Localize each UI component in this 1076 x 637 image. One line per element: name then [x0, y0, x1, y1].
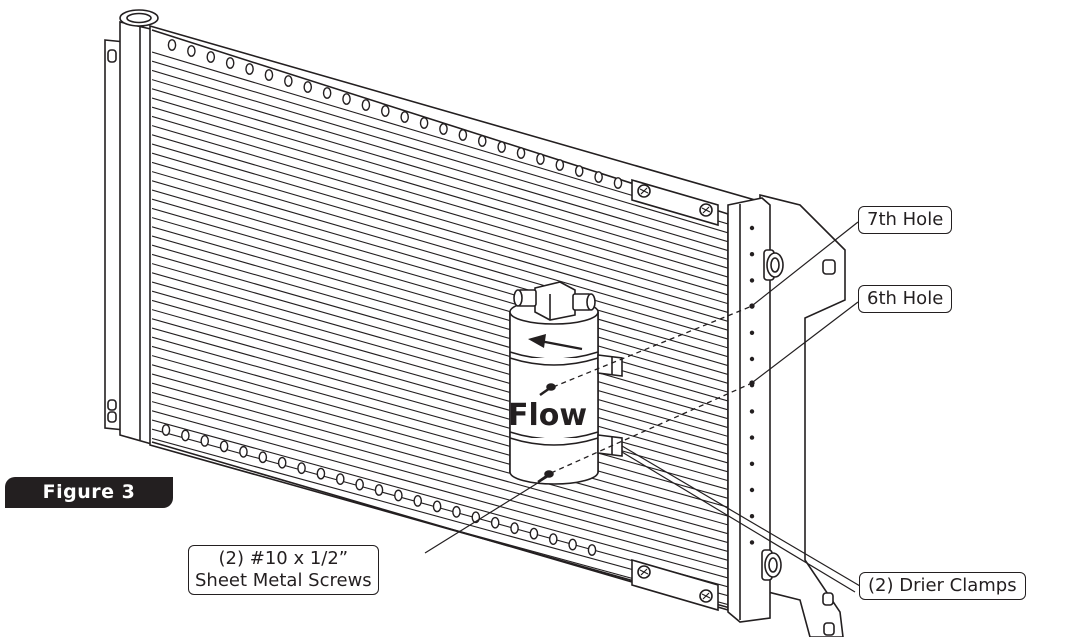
bottom-mount-plate [631, 558, 719, 612]
upper-sheet-metal-screw [539, 383, 556, 397]
screws-callout-line2: Sheet Metal Screws [195, 570, 372, 591]
condenser-core [149, 24, 756, 617]
right-mounting-bracket [759, 193, 846, 637]
upper-fitting [763, 249, 784, 281]
lower-sheet-metal-screw [537, 470, 554, 484]
drier-clamps-callout: (2) Drier Clamps [859, 572, 1026, 600]
sheet-metal-screws-callout: (2) #10 x 1/2” Sheet Metal Screws [188, 545, 379, 595]
figure-label: Figure 3 [5, 477, 173, 508]
right-header-tank [727, 197, 784, 623]
screws-callout-line1: (2) #10 x 1/2” [218, 548, 349, 569]
leader-lines [424, 221, 861, 593]
lower-fitting [761, 549, 782, 581]
seventh-hole-callout: 7th Hole [858, 206, 953, 234]
sixth-hole-callout: 6th Hole [858, 285, 953, 313]
top-mount-plate [631, 178, 719, 227]
flow-label: Flow [508, 398, 588, 433]
left-tank [104, 9, 159, 447]
receiver-drier [509, 281, 623, 485]
